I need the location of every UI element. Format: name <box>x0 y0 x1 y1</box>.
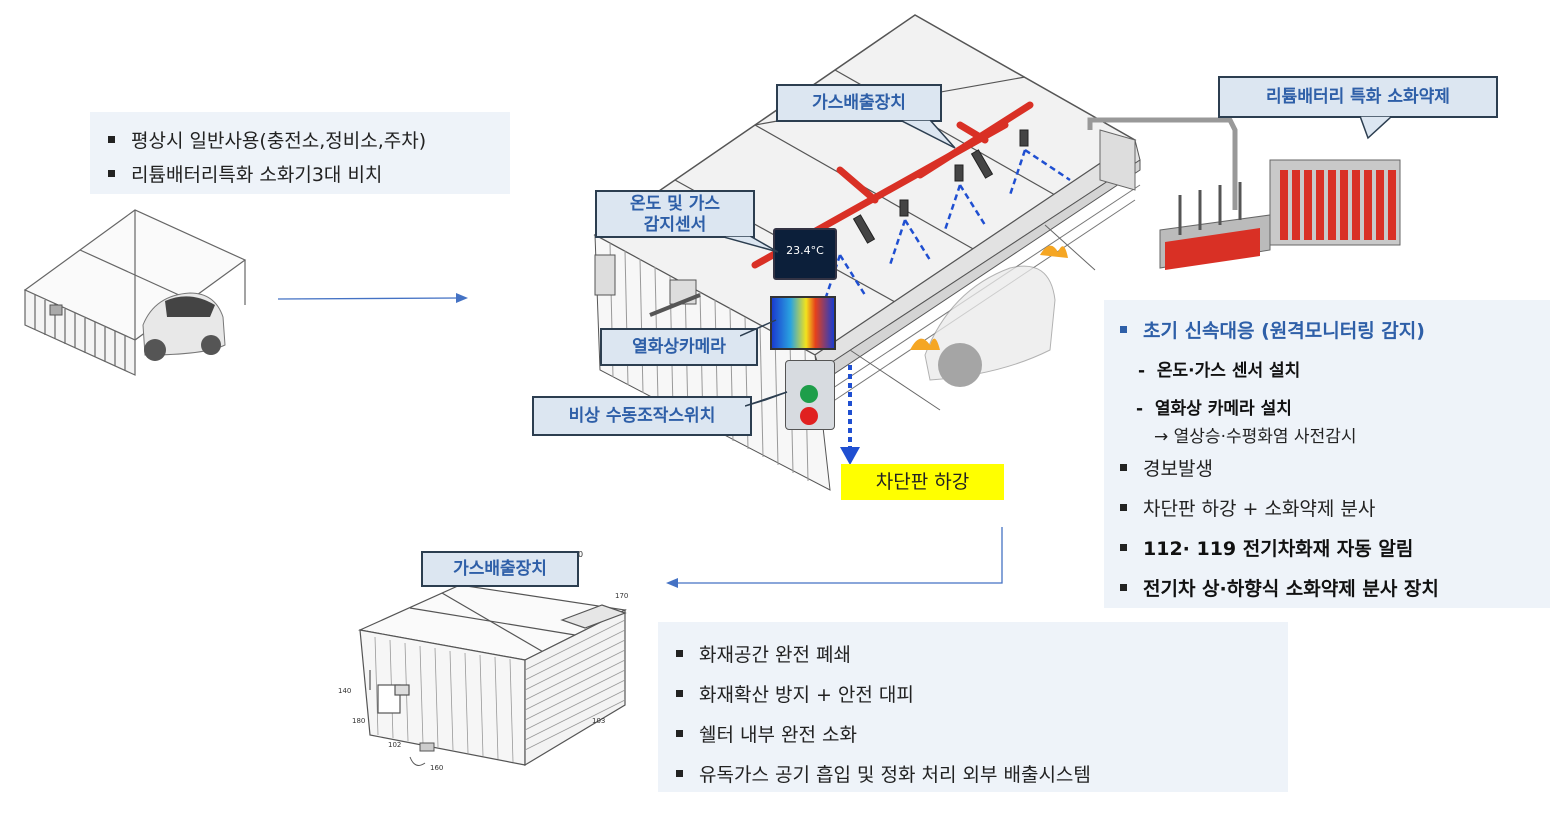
red-button-icon <box>800 407 818 425</box>
car-under-shelter <box>924 265 1056 387</box>
callout-pointer <box>740 319 777 337</box>
flow-arrow-1 <box>277 293 468 303</box>
rapid-response-panel: 초기 신속대응 (원격모니터링 감지) - 온도·가스 센서 설치 - 열화상 … <box>1104 300 1550 608</box>
spray-device-item: 전기차 상·하향식 소화약제 분사 장치 <box>1120 574 1439 601</box>
bullet-icon <box>676 770 683 777</box>
post-response-item-2: 화재확산 방지 + 안전 대피 <box>676 680 914 707</box>
figure-label-170: 170 <box>615 592 628 600</box>
figure-label-102: 102 <box>388 741 401 749</box>
bullet-icon <box>108 136 115 143</box>
gas-exhaust-bottom-callout: 가스배출장치 <box>421 551 579 587</box>
figure-label-140: 140 <box>338 687 351 695</box>
green-button-icon <box>800 385 818 403</box>
bullet-icon <box>676 690 683 697</box>
sensor-install-item: - 온도·가스 센서 설치 <box>1138 361 1301 381</box>
figure-label-0-display: 0 <box>578 550 584 559</box>
alarm-item: 경보발생 <box>1120 454 1213 481</box>
figure-label-180: 180 <box>352 717 365 725</box>
auto-notify-item: 112· 119 전기차화재 자동 알림 <box>1120 534 1413 561</box>
bullet-icon <box>1120 326 1127 333</box>
thermal-camera-callout: 열화상카메라 <box>600 328 758 366</box>
bullet-icon <box>1120 464 1127 471</box>
figure-label-103: 103 <box>592 717 605 725</box>
sensor-callout-line2: 감지센서 <box>643 215 707 235</box>
bullet-icon <box>1120 544 1127 551</box>
bullet-icon <box>108 170 115 177</box>
bullet-icon <box>676 650 683 657</box>
normal-use-item-2: 리튬배터리특화 소화기3대 비치 <box>108 160 382 187</box>
callout-pointer <box>720 236 779 253</box>
small-shelter-illustration <box>23 209 247 376</box>
normal-use-item-1: 평상시 일반사용(충전소,정비소,주차) <box>108 126 426 153</box>
shutter-down-label: 차단판 하강 <box>841 464 1004 500</box>
bullet-icon <box>676 730 683 737</box>
sensor-display: 23.4°C <box>773 228 837 280</box>
post-response-item-4: 유독가스 공기 흡입 및 정화 처리 외부 배출시스템 <box>676 760 1091 787</box>
sensor-callout: 온도 및 가스 감지센서 <box>595 190 755 238</box>
agent-tank-unit <box>1087 117 1401 270</box>
callout-pointer <box>1360 116 1394 140</box>
car-icon <box>142 292 226 361</box>
figure-label-160: 160 <box>430 764 443 772</box>
battery-agent-callout: 리튬배터리 특화 소화약제 <box>1218 76 1498 118</box>
bullet-icon <box>1120 504 1127 511</box>
manual-switch-callout: 비상 수동조작스위치 <box>532 396 752 436</box>
closed-shelter-illustration: 170 140 180 103 102 160 0 <box>338 584 628 772</box>
main-shelter-illustration <box>593 14 1401 491</box>
shutter-agent-item: 차단판 하강 + 소화약제 분사 <box>1120 494 1375 521</box>
bullet-icon <box>1120 584 1127 591</box>
callout-pointer <box>745 391 788 407</box>
temperature-readout: 23.4°C <box>786 244 824 257</box>
post-response-item-3: 쉘터 내부 완전 소화 <box>676 720 857 747</box>
sensor-callout-line1: 온도 및 가스 <box>629 194 721 214</box>
post-response-item-1: 화재공간 완전 폐쇄 <box>676 640 851 667</box>
rapid-response-title: 초기 신속대응 (원격모니터링 감지) <box>1120 316 1425 343</box>
callout-pointer <box>900 120 956 149</box>
normal-use-panel: 평상시 일반사용(충전소,정비소,주차) 리튬배터리특화 소화기3대 비치 <box>90 112 510 194</box>
flow-arrow-2 <box>666 527 1003 588</box>
manual-switch-panel <box>785 360 835 430</box>
gas-exhaust-callout: 가스배출장치 <box>776 84 942 122</box>
camera-install-note: → 열상승·수평화염 사전감시 <box>1154 427 1357 447</box>
camera-install-item: - 열화상 카메라 설치 <box>1136 399 1292 419</box>
post-response-panel: 화재공간 완전 폐쇄 화재확산 방지 + 안전 대피 쉘터 내부 완전 소화 유… <box>658 622 1288 792</box>
